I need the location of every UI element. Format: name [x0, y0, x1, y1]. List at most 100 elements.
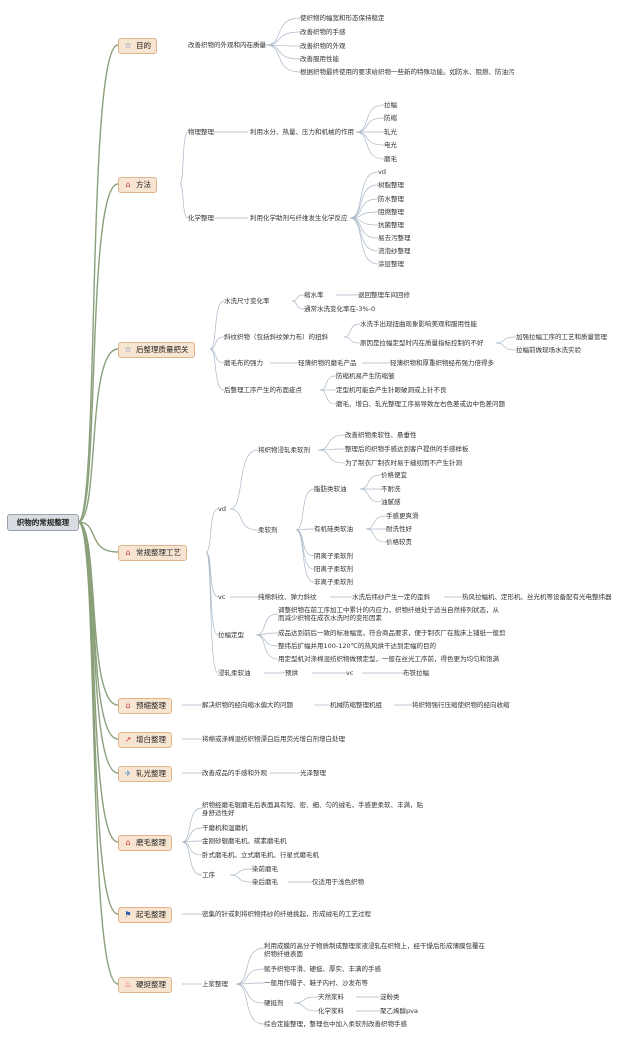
leaf: 整理后的织物手感达到客户提供的手感样板 [345, 445, 469, 453]
leaf: 聚乙烯醇pva [380, 1007, 418, 1015]
leaf: 阴离子柔软剂 [314, 552, 353, 560]
connector [205, 551, 219, 674]
leaf: 水洗手出现扭曲现象影响美观和服用性能 [360, 320, 477, 328]
connector [77, 521, 119, 553]
leaf: 非离子柔软剂 [314, 578, 353, 586]
connector [265, 17, 301, 46]
connector [355, 104, 385, 133]
leaf: 不耐洗 [381, 485, 401, 493]
connector [265, 44, 301, 60]
connector [317, 434, 346, 451]
connector [343, 323, 361, 338]
topic-label: 后整理工序产生的布面疵点 [224, 386, 302, 394]
connector [265, 44, 301, 73]
connector [235, 982, 265, 985]
connector [255, 634, 279, 647]
connector [295, 529, 315, 583]
branch-node-zhaguang[interactable]: ✈轧光整理 [118, 766, 172, 782]
connector [209, 300, 225, 350]
leaf: 改善织物柔软性、悬垂性 [345, 431, 417, 439]
topic-label: 利用水分、热量、压力和机械的作用 [250, 128, 354, 136]
leaf: 淀粉类 [380, 993, 400, 1001]
connector [349, 217, 379, 265]
topic-label: 柔软剂 [258, 526, 278, 534]
connector [205, 551, 219, 636]
leaf: 综合定能整理，整理也中加入柔软剂改善织物手感 [264, 1020, 407, 1028]
connector [181, 827, 203, 843]
connector [359, 488, 382, 503]
leaf: 赋予织物平滑、硬挺、厚实、丰满的手感 [264, 965, 381, 973]
branch-node-houzhengli[interactable]: ☆后整理质量把关 [118, 342, 195, 358]
leaf: 改善织物的手感 [300, 28, 346, 36]
leaf: 轧光 [384, 128, 397, 136]
connector [229, 449, 259, 510]
branch-node-fangfa[interactable]: ⌂方法 [118, 177, 157, 193]
connector [293, 1002, 319, 1012]
branch-node-changgui[interactable]: ⌂常规整理工艺 [118, 545, 187, 561]
leaf: 纯棉斜纹、弹力斜纹 [258, 593, 317, 601]
root-node[interactable]: 织物的常规整理 [7, 514, 79, 531]
leaf: 阻燃整理 [378, 208, 404, 216]
leaf: 成品达到前后一致的标准幅宽，符合商品要求，便于制衣厂在裁床上铺纸一般剪 [278, 629, 506, 637]
leaf: 耐洗性好 [386, 525, 412, 533]
leaf: 流泡纱整理 [378, 247, 411, 255]
leaf: vc [346, 669, 354, 677]
topic-label: 改善织物的外观和内在质量 [188, 41, 266, 49]
leaf: 布铁拉幅 [403, 669, 429, 677]
branch-node-momao[interactable]: ⌂磨毛整理 [118, 835, 172, 851]
branch-node-zengbai[interactable]: ↗增白整理 [118, 732, 172, 748]
leaf: 热风拉幅机、定形机、丝光机等设备配有光电整纬器 [462, 593, 612, 601]
leaf: 金刚砂辊磨毛机、碳素磨毛机 [202, 837, 287, 845]
topic-label: vc [218, 593, 226, 601]
leaf: 加强拉幅工序的工艺和质量管理 [516, 333, 607, 341]
leaf: 染前磨毛 [252, 865, 278, 873]
leaf: 仅适用于浅色织物 [312, 878, 364, 886]
topic-label: 工序 [202, 871, 215, 879]
connector [365, 515, 387, 530]
trend-up-icon: ↗ [124, 735, 132, 744]
leaf: 阳离子柔软剂 [314, 565, 353, 573]
connector [229, 508, 259, 531]
branch-node-yingting[interactable]: ♨硬挺整理 [118, 977, 172, 993]
leaf: 化学浆料 [318, 1007, 344, 1015]
leaf: 改善织物的外观 [300, 42, 346, 50]
leaf: 光泽整理 [300, 769, 326, 777]
connector [77, 183, 119, 523]
leaf: 抗菌整理 [378, 221, 404, 229]
leaf: 机械防缩整理机组 [330, 701, 382, 709]
branch-node-yusuo[interactable]: ⌂预缩整理 [118, 698, 172, 714]
branch-node-mudi[interactable]: ☆目的 [118, 38, 157, 54]
connector [355, 117, 385, 133]
connector [181, 841, 203, 856]
leaf: 缩水率 [304, 291, 324, 299]
connector [255, 613, 279, 636]
leaf: 预烘 [285, 669, 298, 677]
connector [349, 198, 379, 219]
connector [293, 996, 319, 1004]
connector [319, 389, 337, 405]
connector [209, 336, 225, 350]
topic-label: 脂肪类软油 [314, 485, 347, 493]
leaf: 通常水洗变化率在-3%-0 [304, 305, 376, 313]
leaf: 用定型机对涤棉混纺织物做预定型，一般在丝光工序前，得色更为均匀和饱满 [278, 655, 499, 663]
connector [235, 983, 265, 1004]
leaf: 为了制衣厂制衣时易于缝纫而不产生针洞 [345, 459, 462, 467]
leaf: 磨毛、增白、轧光整理工序易导致左右色差或边中色差问题 [336, 400, 505, 408]
house-icon: ⌂ [125, 838, 131, 847]
leaf: 轻薄织物和厚重织物经布强力倍得多 [390, 359, 494, 367]
connector [349, 171, 379, 219]
connector [229, 868, 253, 876]
leaf: 水洗后纬纱产生一定的歪斜 [352, 593, 430, 601]
leaf: 电光 [384, 141, 397, 149]
topic-label: vd [218, 505, 226, 513]
star-icon: ☆ [124, 41, 132, 50]
branch-node-qimao[interactable]: ⚑起毛整理 [118, 907, 172, 923]
connector [205, 508, 219, 553]
leaf: 防缩机易产生防缩皱 [336, 372, 395, 380]
connector [295, 528, 315, 531]
flag-icon: ⚑ [124, 910, 132, 919]
connector [317, 449, 346, 464]
connector [355, 131, 385, 160]
connector [355, 131, 385, 146]
leaf: vd [378, 168, 386, 176]
